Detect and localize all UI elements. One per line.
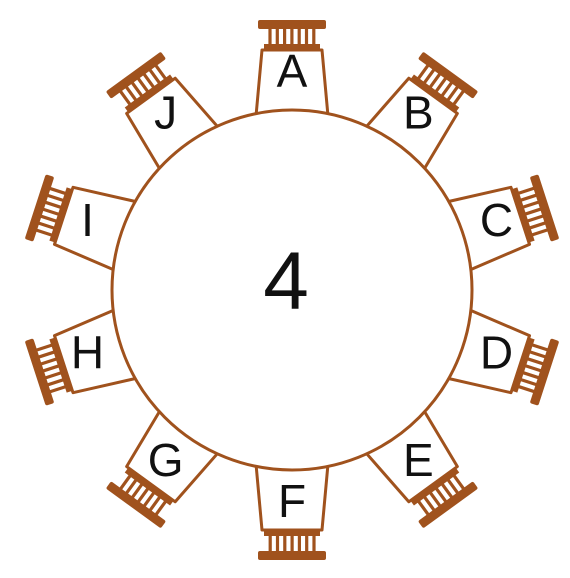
chair-slat (45, 371, 62, 379)
chair-slat (520, 378, 537, 386)
chair-slat (522, 200, 539, 208)
seat-label-f: F (278, 475, 306, 527)
chair-slat (531, 343, 548, 351)
chair-slat (529, 221, 546, 229)
seat-label-c: C (480, 194, 513, 246)
chair-slat (298, 535, 301, 552)
chair-slat (49, 385, 66, 393)
chair-slat (42, 364, 59, 372)
chair-slat (42, 208, 59, 216)
chair-top-rail (258, 20, 326, 29)
chair-slat (47, 378, 64, 386)
chair-slat (276, 28, 279, 45)
chair-slat (298, 28, 301, 45)
chair-slat (36, 228, 53, 236)
seat-label-j: J (154, 86, 177, 138)
chair-slat (312, 535, 315, 552)
seat-label-e: E (403, 434, 434, 486)
chair-slat (45, 201, 62, 209)
chair-slat (36, 343, 53, 351)
seat-label-d: D (480, 327, 513, 379)
chair-slat (268, 28, 271, 45)
chair-slat (520, 194, 537, 202)
chair-slat (305, 535, 308, 552)
chair-slat (38, 350, 55, 358)
chair-slat (312, 28, 315, 45)
seat-label-a: A (277, 45, 308, 97)
chair-slat (276, 535, 279, 552)
seat-label-h: H (71, 327, 104, 379)
chair-slat (40, 357, 57, 365)
chair-slat (290, 28, 293, 45)
chair-slat (305, 28, 308, 45)
chair-slat (291, 535, 294, 552)
seat-label-b: B (403, 86, 434, 138)
seat-label-g: G (148, 434, 184, 486)
chair-slat (524, 207, 541, 215)
chair-slat (529, 350, 546, 358)
chair-slat (518, 385, 535, 393)
chair-slat (527, 214, 544, 222)
chair-slat (47, 194, 64, 202)
chair-slat (269, 535, 272, 552)
chair-slat (525, 364, 542, 372)
chair-top-rail (258, 551, 326, 560)
chair-slat (49, 187, 66, 195)
seat-label-i: I (81, 194, 94, 246)
chair-slat (522, 371, 539, 379)
chair-slat (40, 215, 57, 223)
chair-slat (38, 221, 55, 229)
chair-slat (531, 228, 548, 236)
chair-slat (527, 357, 544, 365)
chair-slat (283, 535, 286, 552)
table-number: 4 (263, 236, 309, 327)
chair-slat (283, 28, 286, 45)
chair-slat (518, 187, 535, 195)
chair-back-rail (264, 529, 320, 536)
